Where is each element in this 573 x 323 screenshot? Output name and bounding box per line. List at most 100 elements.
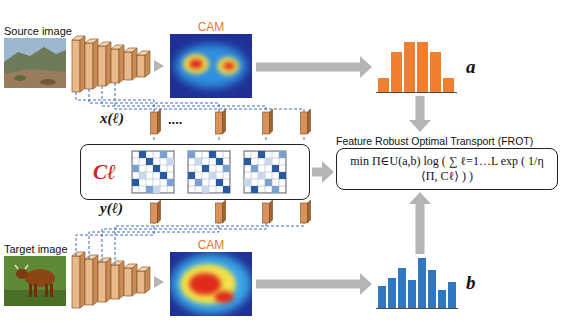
cnn-layers [137, 55, 145, 77]
feature-vectors [216, 112, 223, 134]
feature-links [76, 83, 304, 265]
cam-heatmap [183, 54, 209, 74]
cost-matrix [188, 151, 195, 158]
feature-vectors [270, 200, 273, 223]
feature-vectors [223, 200, 226, 223]
cnn-layers [119, 45, 124, 83]
arrow-shaft [416, 204, 425, 254]
feature-vectors [158, 200, 161, 223]
heatmap-title: CAM [168, 20, 254, 34]
histogram-bars [388, 278, 396, 308]
cam-heatmap [170, 34, 252, 98]
source-photo [4, 47, 66, 88]
target-photo [34, 284, 37, 297]
cost-matrix [265, 158, 272, 165]
cost-matrix [216, 179, 223, 186]
cam-heatmap [214, 291, 234, 303]
cost-matrix [132, 151, 174, 193]
feature-vectors [301, 112, 308, 134]
objective-title: Feature Robust Optimal Transport (FROT) [336, 134, 558, 148]
source-photo [4, 38, 66, 88]
arrow-head [360, 56, 372, 78]
flow-arrow [409, 192, 431, 254]
feature-vectors [151, 112, 158, 134]
heatmap-panel: CAM [168, 20, 254, 98]
cost-matrix [279, 151, 286, 158]
cost-matrix [244, 151, 286, 193]
feature-vectors [216, 203, 223, 223]
cam-heatmap [170, 252, 252, 316]
feature-vectors [308, 200, 311, 223]
cost-matrix [272, 186, 279, 193]
cost-matrix [167, 179, 174, 186]
feature-links [266, 137, 267, 142]
histogram-bars [378, 286, 386, 308]
cost-matrix [202, 186, 209, 193]
source-photo [14, 75, 26, 81]
cost-matrix [132, 151, 174, 193]
cost-matrix [132, 179, 139, 186]
source-photo [4, 69, 66, 88]
cam-heatmap [171, 254, 251, 314]
cnn-layers [72, 40, 80, 92]
arrow-head [360, 273, 372, 295]
cost-matrix [132, 165, 139, 172]
cnn-layers [106, 42, 111, 86]
cam-heatmap [170, 34, 252, 98]
feature-symbol: x(ℓ) [100, 110, 124, 127]
feature-links [304, 137, 305, 142]
cnn-layers [98, 42, 111, 46]
histogram-bars [398, 268, 406, 308]
feature-vectors [223, 109, 226, 134]
objective-formula: min Π∈U(a,b) log ( ∑ ℓ=1…L exp ( 1/η ⟨Π,… [343, 154, 551, 184]
feature-links [115, 223, 304, 265]
cost-matrix [202, 165, 209, 172]
arrow-shaft [416, 96, 425, 120]
arrow-head [409, 120, 431, 132]
histogram-bars [448, 282, 456, 308]
cnn-layers [80, 36, 85, 92]
cost-matrix [188, 151, 230, 193]
cnn-layers [93, 39, 98, 89]
image-panel: Source image [4, 24, 80, 88]
objective-frame: min Π∈U(a,b) log ( ∑ ℓ=1…L exp ( 1/η ⟨Π,… [336, 148, 558, 190]
histogram-bars [378, 78, 389, 92]
arrow-head [322, 161, 334, 183]
histogram-bars [438, 290, 446, 308]
flow-arrow [312, 161, 334, 183]
flow-arrow [256, 273, 372, 295]
cost-matrix [244, 151, 286, 193]
feature-vectors [151, 203, 158, 223]
cnn-layers [111, 45, 124, 49]
histogram-bars [376, 258, 458, 309]
cost-matrix [195, 179, 202, 186]
histogram-bars [443, 78, 454, 92]
flow-arrow [256, 56, 372, 78]
feature-vectors [263, 112, 270, 134]
target-photo [15, 265, 28, 269]
image-title: Target image [4, 242, 80, 256]
histogram-bars [408, 280, 416, 308]
cnn-layers [111, 49, 119, 83]
cnn-layers [72, 36, 164, 92]
cost-matrix [188, 151, 230, 193]
cam-heatmap [175, 44, 247, 88]
image-panel: Target image [4, 242, 80, 306]
feature-links [102, 86, 266, 112]
cnn-layers [137, 51, 150, 55]
histogram-bars [376, 308, 458, 309]
arrow-shaft [312, 168, 322, 177]
cost-matrix [251, 165, 258, 172]
cost-matrix [153, 186, 160, 193]
cost-matrix [244, 158, 251, 165]
target-photo [16, 269, 28, 279]
flow-arrow [409, 96, 431, 132]
feature-links [102, 223, 266, 262]
arrow-shaft [256, 280, 360, 289]
feature-vectors [151, 109, 311, 223]
cost-matrix [279, 172, 286, 179]
histogram-bars [430, 52, 441, 92]
cost-matrix [209, 151, 216, 158]
feature-vectors [301, 203, 308, 223]
arrow-shaft [256, 63, 360, 72]
